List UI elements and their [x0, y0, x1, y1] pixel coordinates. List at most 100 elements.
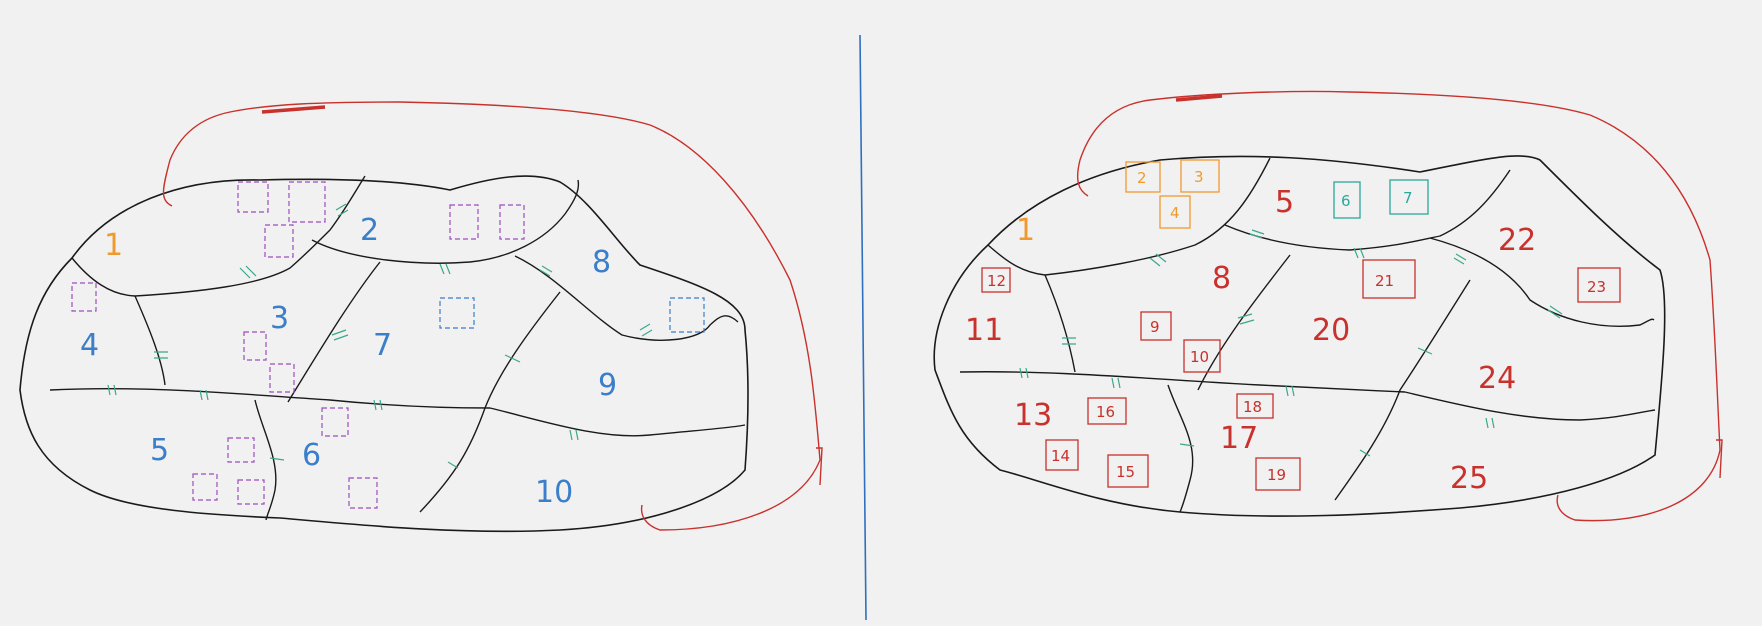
box-label: 3	[1194, 168, 1204, 186]
red-box	[1255, 457, 1301, 491]
box-label: 15	[1116, 463, 1135, 481]
left-wall	[311, 179, 580, 264]
box-label: 14	[1051, 447, 1070, 465]
door-mark	[1485, 417, 1495, 429]
box-label: 21	[1375, 272, 1394, 290]
dashed-box	[237, 181, 269, 213]
box-label: 4	[1170, 204, 1180, 222]
box-label: 9	[1150, 318, 1160, 336]
right-region-label: 24	[1478, 361, 1516, 396]
door-mark	[1249, 229, 1265, 239]
door-mark	[539, 265, 553, 277]
box-label: 2	[1137, 169, 1147, 187]
right-wall	[959, 371, 1406, 393]
right-wall	[1224, 169, 1511, 251]
right-wall	[1334, 279, 1471, 501]
door-mark	[373, 399, 383, 411]
right-region-label: 1	[1016, 213, 1035, 248]
right-wall	[1044, 274, 1076, 373]
right-region-label: 13	[1014, 398, 1052, 433]
left-wall	[514, 255, 739, 341]
door-mark	[1353, 247, 1365, 259]
door-mark	[504, 354, 521, 363]
left-region-label: 4	[80, 328, 99, 363]
door-mark	[447, 461, 459, 469]
door-mark	[439, 263, 451, 275]
dashed-box	[348, 477, 378, 509]
dashed-box	[449, 204, 479, 240]
orange-box	[1159, 195, 1191, 229]
left-wall	[134, 295, 166, 386]
left-region-label: 5	[150, 433, 169, 468]
left-region-label: 9	[598, 368, 617, 403]
left-region-label: 10	[535, 475, 573, 510]
dashed-box	[71, 282, 97, 312]
right-region-label: 17	[1220, 421, 1258, 456]
left-region-label: 3	[270, 301, 289, 336]
right-wall	[987, 157, 1271, 276]
right-map-labels: 1 5 8 11 13 17 20 22 24 25	[965, 185, 1536, 496]
right-wall	[1167, 384, 1194, 513]
door-mark	[154, 351, 168, 359]
left-region-label: 2	[360, 213, 379, 248]
right-region-label: 5	[1275, 185, 1294, 220]
box-label: 12	[987, 272, 1006, 290]
right-wall	[1404, 391, 1656, 421]
left-region-label: 1	[104, 228, 123, 263]
red-box	[1236, 393, 1274, 419]
box-label: 10	[1190, 348, 1209, 366]
door-mark	[107, 384, 117, 396]
orange-box	[1180, 159, 1220, 193]
left-wall	[287, 261, 381, 403]
door-mark	[639, 323, 653, 337]
red-box	[1140, 311, 1172, 341]
left-map-labels: 1 2 3 4 5 6 7 8 9 10	[80, 213, 617, 510]
dashed-box-blue	[439, 297, 475, 329]
dashed-box	[243, 331, 267, 361]
right-region-label: 11	[965, 313, 1003, 348]
right-region-label: 8	[1212, 261, 1231, 296]
center-divider-line	[859, 34, 867, 621]
door-mark	[1237, 313, 1255, 325]
dashed-box	[499, 204, 525, 240]
door-mark	[1547, 305, 1563, 319]
right-connector-line	[1076, 90, 1721, 522]
door-mark	[335, 203, 349, 217]
door-mark	[569, 429, 579, 441]
right-wall	[1429, 237, 1655, 327]
teal-box	[1333, 181, 1361, 219]
dashed-box	[192, 473, 218, 501]
door-mark	[1179, 443, 1195, 447]
left-wall	[71, 175, 366, 297]
left-map	[19, 101, 823, 533]
red-box	[1107, 454, 1149, 488]
dashed-box	[264, 224, 294, 258]
dashed-box-blue	[669, 297, 705, 333]
left-connector-line	[162, 101, 821, 531]
dashed-box	[227, 437, 255, 463]
right-region-label: 22	[1498, 223, 1536, 258]
right-region-label: 25	[1450, 461, 1488, 496]
door-mark	[1019, 367, 1029, 379]
left-wall	[489, 407, 746, 437]
left-region-label: 6	[302, 438, 321, 473]
door-mark	[1453, 253, 1467, 265]
right-connector-end	[1716, 439, 1723, 479]
dashed-box	[288, 181, 326, 223]
right-region-label: 20	[1312, 313, 1350, 348]
left-wall	[254, 399, 277, 521]
red-box	[1577, 267, 1621, 303]
door-mark	[239, 265, 257, 279]
right-map-outline	[933, 155, 1666, 517]
red-box	[1045, 439, 1079, 471]
box-label: 18	[1243, 398, 1262, 416]
left-map-outline	[19, 175, 749, 533]
box-label: 6	[1341, 192, 1351, 210]
red-box	[1087, 397, 1127, 425]
left-connector-end	[816, 447, 823, 486]
door-mark	[269, 457, 285, 461]
right-map	[933, 90, 1723, 522]
door-mark	[1285, 385, 1295, 397]
